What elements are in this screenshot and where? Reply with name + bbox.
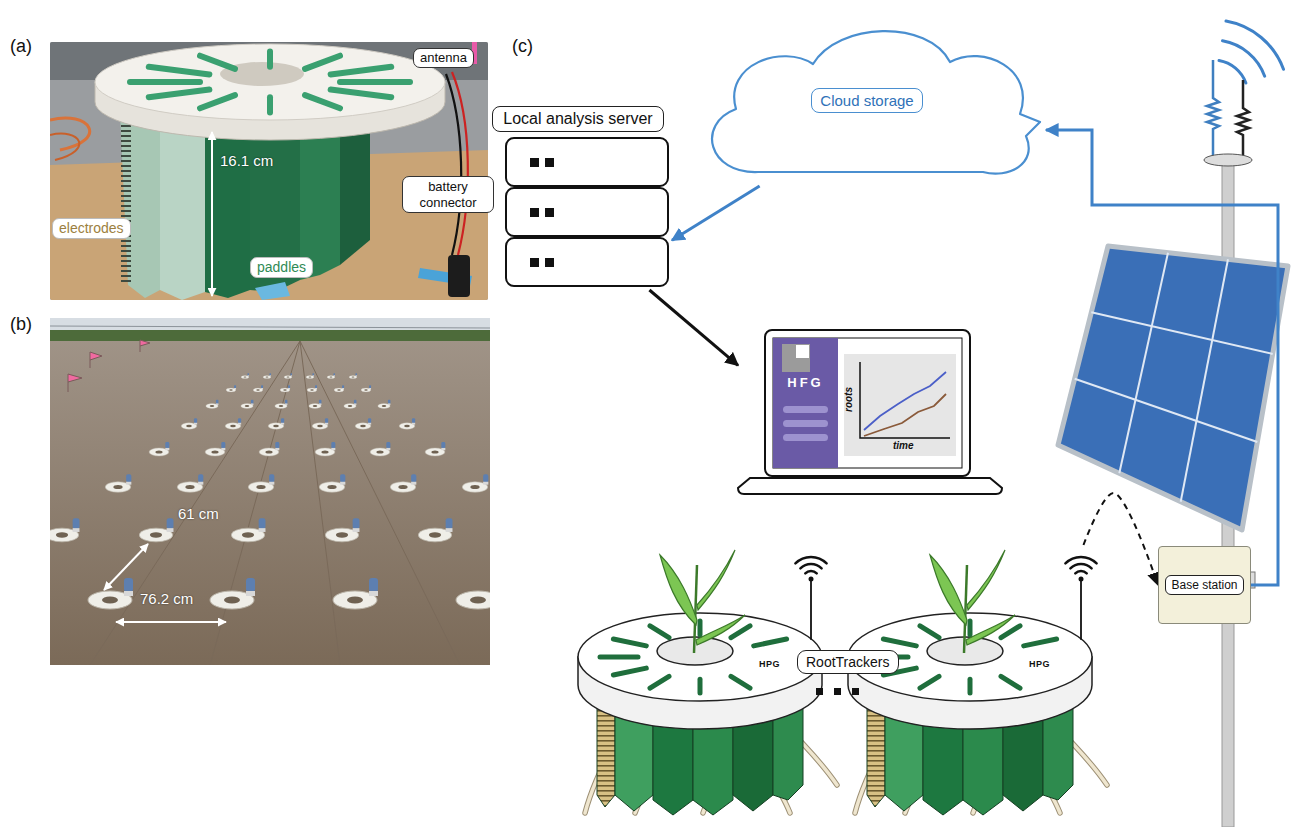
server-title: Local analysis server [492, 106, 663, 132]
axis-label: time [893, 440, 914, 451]
roottracker-drawing [848, 550, 1107, 815]
device-logo-text: HPG [759, 659, 780, 669]
cloud-title: Cloud storage [811, 88, 922, 113]
part-name: antenna [413, 48, 474, 68]
base-station-title: Base station [1165, 575, 1243, 595]
device-photo [50, 42, 488, 300]
flow-arrow [649, 290, 738, 365]
cloud-node: Cloud storage [688, 14, 1046, 186]
antennas [1207, 60, 1249, 160]
dimension: 61 cm [178, 505, 219, 523]
flow-arrow [1084, 493, 1159, 585]
laptop-node: HFG roots time [738, 328, 1002, 498]
server-icon [506, 138, 668, 286]
panel-letter: (a) [10, 36, 32, 58]
solar-panel [1058, 246, 1288, 530]
flow-arrow [1046, 130, 1278, 585]
roottracker-node: HPG [845, 545, 1110, 815]
axis-label: roots [843, 387, 854, 412]
device-logo-text: HPG [1029, 659, 1050, 669]
base-station-box: Base station [1158, 546, 1251, 624]
part-name: battery connector [402, 176, 494, 213]
field-photo [50, 318, 490, 665]
server-node: Local analysis server [484, 106, 672, 290]
roottracker-drawing [578, 550, 837, 815]
antenna-mount [1204, 154, 1252, 166]
flow-arrow [672, 186, 760, 240]
laptop-icon [738, 330, 1002, 494]
panel-letter: (c) [512, 36, 533, 58]
panel-letter: (b) [10, 314, 32, 336]
field-trackers [50, 373, 490, 609]
dimension: 16.1 cm [220, 152, 273, 170]
app-logo-text: HFG [773, 375, 838, 390]
ellipsis-dots [816, 688, 859, 695]
part-name: electrodes [52, 218, 131, 239]
group-label: RootTrackers [806, 654, 890, 670]
roottracker-node: HPG [575, 545, 840, 815]
part-name: paddles [250, 257, 313, 278]
dimension: 76.2 cm [140, 590, 193, 608]
roottrackers-tag: RootTrackers [797, 650, 899, 674]
antenna-waves [1219, 21, 1284, 83]
